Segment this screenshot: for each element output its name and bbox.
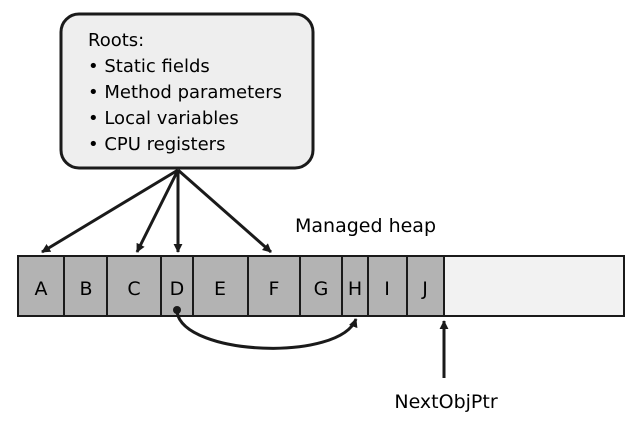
heap-cell-label-a: A [35,278,48,300]
roots-item-static-fields: • Static fields [88,56,210,77]
heap-cell-g [299,255,343,317]
heap-cell-e [192,255,249,317]
roots-title: Roots: [88,30,144,51]
reference-origin-dot-d [173,306,181,314]
roots-item-method-parameters: • Method parameters [88,82,282,103]
heap-cell-label-i: I [384,278,390,300]
root-arrow-to-f [177,168,272,254]
heap-cell-label-j: J [421,278,428,300]
roots-item-local-variables: • Local variables [88,108,239,129]
root-arrow-to-a [41,168,179,254]
roots-item-cpu-registers: • CPU registers [88,134,225,155]
heap-cell-a [17,255,65,317]
heap-cells: A B C D E F G H I J [17,255,445,317]
managed-heap-label: Managed heap [295,215,436,237]
root-arrow-to-c [135,169,180,253]
heap-free-space [443,255,625,317]
heap-cell-label-h: H [348,278,362,300]
heap-cell-label-d: D [170,278,185,300]
heap-cell-h [341,255,369,317]
reference-arrow-d-to-h [175,311,358,350]
heap-cell-label-f: F [269,278,280,300]
roots-box [59,12,315,170]
next-obj-ptr-label: NextObjPtr [394,391,497,413]
heap-cell-j [406,255,445,317]
heap-cell-i [367,255,408,317]
heap-cell-f [247,255,301,317]
heap-cell-label-e: E [214,278,226,300]
heap-cell-label-b: B [79,278,92,300]
heap-cell-label-c: C [127,278,140,300]
heap-cell-label-g: G [314,278,329,300]
